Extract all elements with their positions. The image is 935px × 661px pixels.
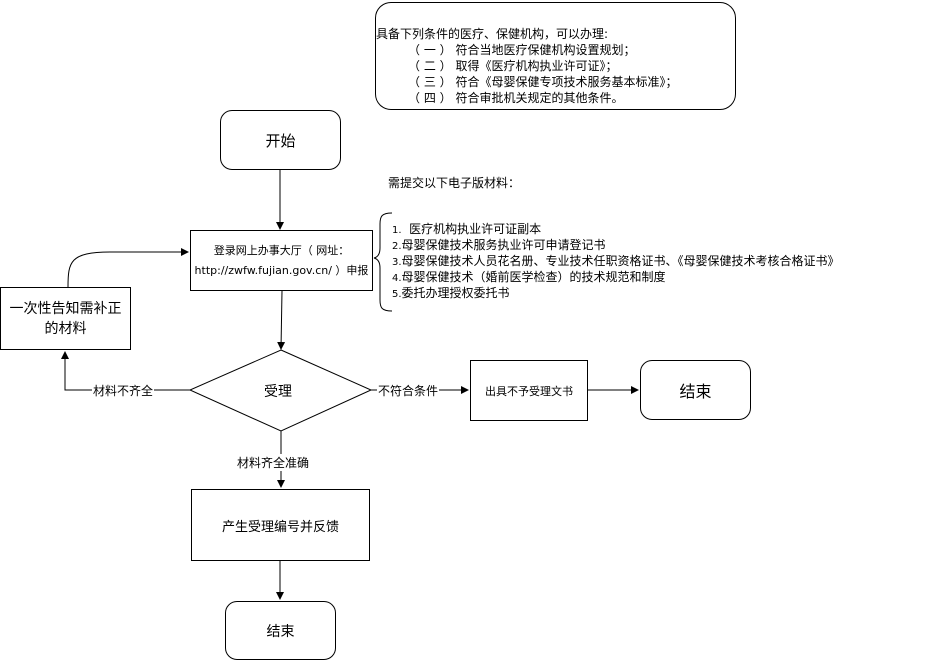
apply-label-line2: http://zwfw.fujian.gov.cn/ ）申报	[194, 263, 369, 277]
conditions-box: 具备下列条件的医疗、保健机构，可以办理: （ 一 ） 符合当地医疗保健机构设置规…	[375, 2, 736, 110]
accept-label: 产生受理编号并反馈	[221, 519, 339, 535]
material-item-4: 4.母婴保健技术（婚前医学检查）的技术规范和制度	[392, 270, 666, 284]
end-node-bottom: 结束	[225, 601, 336, 660]
accept-node: 产生受理编号并反馈	[191, 489, 370, 561]
notify-label-line2: 的材料	[44, 320, 87, 337]
materials-brace	[373, 212, 393, 312]
condition-item-3: （ 三 ） 符合《母婴保健专项技术服务基本标准》；	[408, 75, 678, 89]
edge-apply-to-decision	[277, 290, 286, 350]
notify-node: 一次性告知需补正 的材料	[0, 287, 131, 350]
decision-label: 受理	[264, 384, 292, 400]
condition-item-2: （ 二 ） 取得《医疗机构执业许可证》；	[408, 59, 618, 73]
condition-item-4: （ 四 ） 符合审批机关规定的其他条件。	[408, 91, 624, 105]
material-item-2: 2.母婴保健技术服务执业许可申请登记书	[392, 238, 606, 252]
material-item-1: 1. 医疗机构执业许可证副本	[392, 222, 542, 236]
conditions-header: 具备下列条件的医疗、保健机构，可以办理:	[376, 27, 609, 41]
end-bottom-label: 结束	[266, 623, 295, 640]
reject-label: 出具不予受理文书	[485, 384, 573, 398]
reject-node: 出具不予受理文书	[470, 360, 588, 421]
decision-diamond	[188, 349, 373, 432]
apply-label-line1: 登录网上办事大厅（ 网址：	[213, 243, 350, 257]
apply-node: 登录网上办事大厅（ 网址： http://zwfw.fujian.gov.cn/…	[190, 230, 373, 291]
notify-label-line1: 一次性告知需补正	[9, 300, 122, 317]
material-item-3: 3.母婴保健技术人员花名册、专业技术任职资格证书、《母婴保健技术考核合格证书》	[392, 254, 840, 268]
condition-item-1: （ 一 ） 符合当地医疗保健机构设置规划；	[408, 43, 636, 57]
material-item-5: 5.委托办理授权委托书	[392, 286, 510, 300]
start-node: 开始	[220, 110, 341, 170]
edge-label-incomplete: 材料不齐全	[92, 382, 155, 399]
edge-label-not-qualified: 不符合条件	[377, 382, 440, 399]
edge-label-complete: 材料齐全准确	[236, 454, 311, 471]
materials-title: 需提交以下电子版材料：	[388, 176, 521, 190]
edge-notify-to-apply	[67, 248, 189, 288]
end-right-label: 结束	[679, 382, 712, 401]
end-node-right: 结束	[640, 360, 751, 420]
start-label: 开始	[265, 131, 296, 150]
